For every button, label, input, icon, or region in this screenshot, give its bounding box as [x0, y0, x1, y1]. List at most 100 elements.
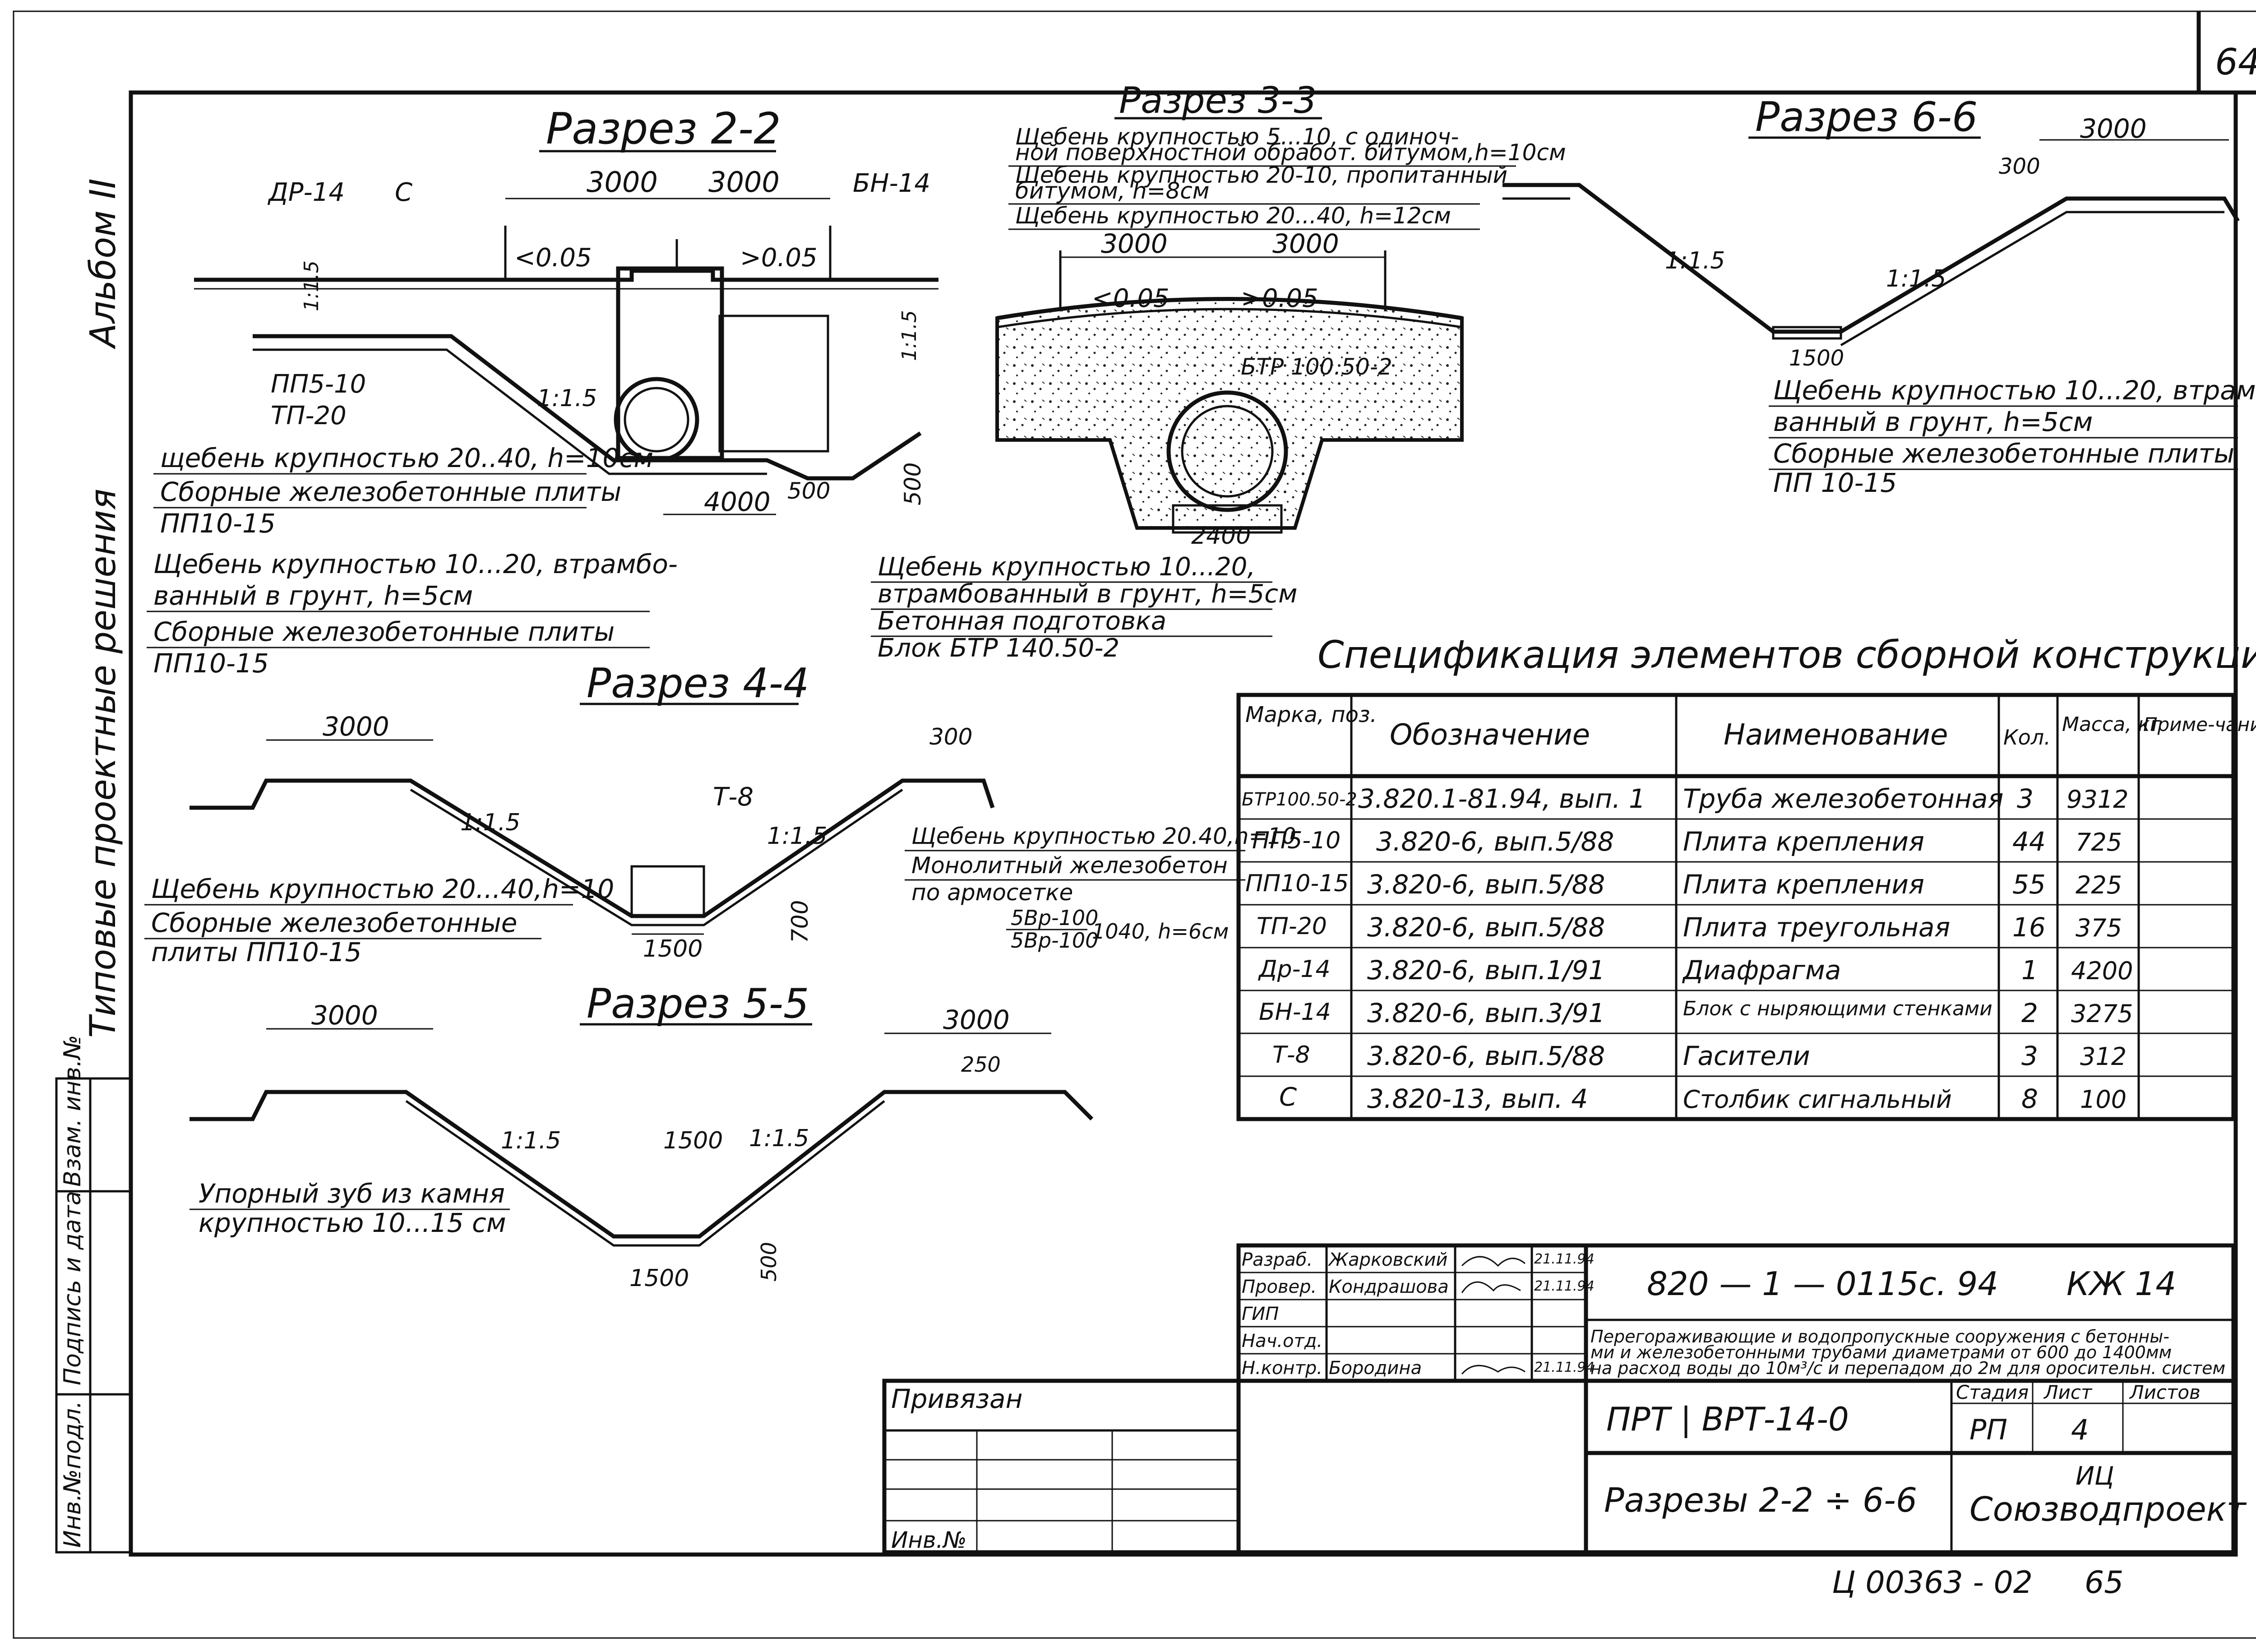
signature-1 [1461, 1256, 1526, 1267]
spec-header-note: Приме-чание [2143, 713, 2256, 736]
s44-dim-4: 700 [787, 900, 813, 943]
s66-note-3: Сборные железобетонные плиты [1773, 438, 2234, 469]
s55-dim-5: 250 [961, 1052, 1001, 1077]
spec-cell: Диафрагма [1682, 955, 1841, 986]
section-3-3-title: Разрез 3-3 [1119, 79, 1317, 121]
s33-bottom-note-4: Блок БТР 140.50-2 [878, 634, 1119, 663]
s44-note-left-1: Щебень крупностью 20...40,h=10 [151, 874, 614, 904]
s22-dim-1: 3000 [587, 166, 658, 199]
spec-cell: ТП-20 [1257, 913, 1327, 940]
s33-dim-3: 2400 [1191, 523, 1251, 550]
s22-slope-3: 1:1.5 [537, 385, 597, 412]
side-field-replace: Взам. инв.№ [59, 1035, 86, 1187]
spec-cell: 375 [2076, 914, 2122, 942]
spec-cell: 3 [2021, 1041, 2038, 1071]
tb-name: Бородина [1329, 1358, 1422, 1379]
s44-slope-1: 1:1.5 [460, 809, 520, 836]
s22-note-2: Сборные железобетонные плиты [160, 477, 621, 507]
org-name: Союзводпроект [1969, 1490, 2247, 1529]
s33-top-note-3: Щебень крупностью 20-10, пропитанный [1015, 162, 1507, 188]
s22-dim-4: 500 [787, 478, 830, 504]
spec-cell: Плита крепления [1683, 826, 1924, 857]
s55-dim-4: 1500 [663, 1127, 723, 1154]
s22-tag-c: С [395, 178, 412, 207]
spec-header-mass: Масса, кг [2062, 713, 2161, 736]
tb-role: ГИП [1242, 1304, 1279, 1324]
section-5-5-title: Разрез 5-5 [587, 980, 809, 1027]
spec-cell: 3.820-6, вып.5/88 [1376, 826, 1614, 857]
s44-note-right-2: Монолитный железобетон [911, 852, 1228, 879]
s22-note-1: щебень крупностью 20..40, h=10см [160, 443, 653, 473]
spec-cell: 16 [2012, 912, 2046, 943]
stage-value: РП [1969, 1413, 2007, 1446]
sheet-value: 4 [2071, 1413, 2089, 1446]
section-2-2: Разрез 2-2 3000 3000 4000 500 500 <0.05 … [147, 104, 938, 679]
spec-cell: Труба железобетонная [1683, 783, 2003, 814]
spec-row: ПП10-15 3.820-6, вып.5/88 Плита креплени… [1245, 869, 2122, 900]
s22-dim-3: 4000 [704, 486, 771, 517]
spec-cell: 8 [2021, 1083, 2038, 1114]
spec-row: БТР100.50-2 3.820.1-81.94, вып. 1 Труба … [1242, 783, 2128, 814]
spec-header-designation: Обозначение [1390, 718, 1590, 752]
s66-dim-1: 3000 [2080, 113, 2147, 144]
spec-cell: 44 [2012, 826, 2046, 857]
spec-cell: Гасители [1683, 1041, 1810, 1071]
tb-date: 21.11.94 [1534, 1360, 1595, 1375]
s22-slope-1: <0.05 [514, 243, 592, 273]
system-code: ПРТ | ВРТ-14-0 [1606, 1400, 1849, 1439]
spec-row: С 3.820-13, вып. 4 Столбик сигнальный 8 … [1279, 1083, 2127, 1114]
spec-cell: БН-14 [1259, 999, 1331, 1026]
s33-bottom-note-1: Щебень крупностью 10...20, [878, 552, 1255, 582]
signature-3 [1461, 1365, 1526, 1374]
spec-cell: 4200 [2071, 957, 2133, 985]
s33-tag-btr: БТР 100.50-2 [1241, 354, 1392, 380]
s55-dim-6: 500 [757, 1242, 781, 1282]
doc-description-3: на расход воды до 10м³/с и перепадом до … [1590, 1358, 2225, 1378]
s22-tag-dr14: ДР-14 [267, 178, 345, 207]
s22-note-6: Сборные железобетонные плиты [153, 616, 615, 647]
spec-cell: ПП10-15 [1245, 870, 1349, 897]
s22-tag-pp510: ПП5-10 [271, 370, 366, 399]
spec-row: ТП-20 3.820-6, вып.5/88 Плита треугольна… [1257, 912, 2122, 943]
spec-cell: 3.820-6, вып.3/91 [1367, 998, 1605, 1028]
section-2-2-title: Разрез 2-2 [546, 104, 781, 154]
section-5-5: Разрез 5-5 3000 3000 1500 1500 250 500 1… [190, 980, 1094, 1292]
s33-slope-1: <0.05 [1092, 284, 1170, 313]
s22-note-7: ПП10-15 [153, 648, 269, 679]
s55-note-2: крупностью 10...15 см [199, 1208, 506, 1238]
section-6-6: Разрез 6-6 3000 300 1500 1:1.5 1:1.5 Щеб… [1502, 93, 2256, 498]
s44-dim-1: 3000 [323, 711, 389, 742]
spec-cell: Др-14 [1258, 956, 1331, 983]
title-block: Разраб. Провер. ГИП Нач.отд. Н.контр. Жа… [882, 1243, 2247, 1601]
s66-note-4: ПП 10-15 [1773, 467, 1897, 498]
s55-slope-1: 1:1.5 [501, 1127, 561, 1154]
tb-role: Разраб. [1242, 1249, 1313, 1270]
section-6-6-title: Разрез 6-6 [1755, 93, 1978, 141]
spec-cell: 312 [2080, 1042, 2127, 1071]
tb-name: Жарковский [1327, 1249, 1447, 1270]
spec-cell: БТР100.50-2 [1242, 789, 1357, 810]
s66-note-1: Щебень крупностью 10...20, втрамбо- [1773, 375, 2256, 406]
spec-row: Др-14 3.820-6, вып.1/91 Диафрагма 1 4200 [1258, 955, 2133, 986]
side-stamp [55, 1077, 132, 1554]
s66-dim-2: 300 [1999, 154, 2040, 179]
tb-date: 21.11.94 [1534, 1251, 1595, 1267]
spec-cell: Плита крепления [1683, 869, 1924, 900]
s66-slope-1: 1:1.5 [1665, 247, 1725, 274]
album-label: Альбом II [83, 178, 124, 350]
tb-name: Кондрашова [1329, 1277, 1449, 1297]
spec-cell: 725 [2076, 828, 2122, 856]
inner-border [129, 90, 2238, 1557]
spec-cell: 55 [2012, 869, 2046, 900]
doc-description-2: ми и железобетонными трубами диаметрами … [1590, 1342, 2172, 1362]
s22-slope-2: >0.05 [740, 243, 818, 273]
signature-2 [1461, 1281, 1521, 1293]
section-4-4-title: Разрез 4-4 [587, 660, 809, 707]
s66-slope-2: 1:1.5 [1886, 265, 1946, 292]
sheets-label: Листов [2129, 1381, 2201, 1403]
s33-slope-2: >0.05 [1241, 284, 1318, 313]
spec-cell: Т-8 [1272, 1041, 1310, 1069]
spec-row: БН-14 3.820-6, вып.3/91 Блок с ныряющими… [1259, 997, 2133, 1028]
section-3-3: Разрез 3-3 Щебень крупностью 5...10, с о… [871, 79, 1566, 663]
